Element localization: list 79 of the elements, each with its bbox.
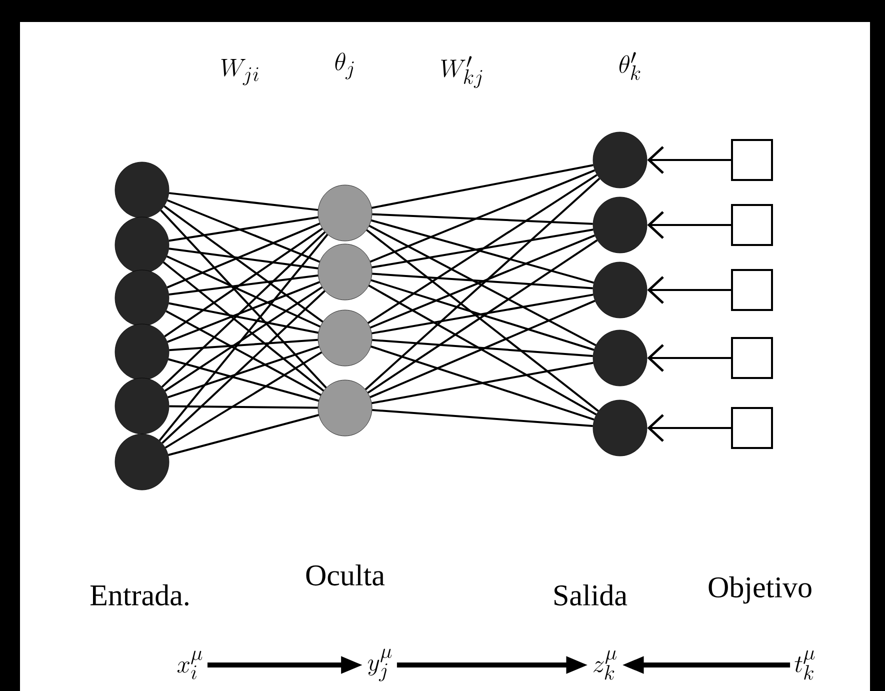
arrow — [647, 211, 731, 239]
neuron-circle — [318, 244, 372, 300]
neuron-circle — [114, 162, 170, 218]
connection-line — [168, 302, 318, 334]
neuron-circle — [318, 184, 372, 242]
threshold-label: $\theta'_k$ — [619, 52, 640, 80]
layer-label: Oculta — [306, 564, 385, 586]
neuron-circle — [114, 270, 170, 326]
connection-line — [372, 228, 594, 268]
connection-line — [164, 228, 323, 338]
connection-line — [367, 239, 598, 394]
neuron-circle — [114, 378, 170, 434]
connection-line — [372, 164, 594, 209]
neuron-circle — [318, 380, 372, 436]
connection-line — [370, 279, 594, 351]
connection-line — [166, 310, 322, 396]
target-square — [731, 407, 773, 449]
arrow — [647, 414, 731, 442]
connection-line — [372, 408, 593, 428]
connection-line — [364, 178, 600, 390]
connection-line — [370, 346, 594, 420]
connection-line — [372, 338, 593, 358]
connection-line — [168, 346, 320, 398]
connection-line — [164, 205, 324, 323]
weight-label: $W_{ji}$ — [221, 59, 258, 86]
connection-line — [372, 294, 594, 334]
neuron-circle — [114, 324, 170, 380]
connection-line — [162, 290, 326, 444]
connection-line — [372, 362, 594, 404]
connection-line — [158, 234, 328, 442]
neuron-circle — [318, 310, 372, 366]
arrow — [647, 146, 731, 174]
variable-label: $t_k^{\mu}$ — [794, 650, 815, 680]
connection-line — [169, 405, 318, 409]
weight-label: $W'_{kj}$ — [441, 56, 482, 88]
target-square — [731, 269, 773, 311]
connection-line — [370, 300, 596, 398]
connection-line — [167, 281, 320, 343]
arrow — [647, 344, 731, 372]
variable-label: $z_k^{\mu}$ — [594, 650, 616, 680]
connection-line — [166, 222, 320, 288]
arrow — [647, 276, 731, 304]
connection-line — [371, 219, 594, 284]
connection-line — [168, 192, 318, 211]
connection-line — [168, 414, 319, 456]
connection-line — [368, 174, 598, 324]
connection-line — [368, 284, 597, 416]
neuron-circle — [592, 196, 648, 254]
neuron-circle — [592, 262, 648, 318]
connection-line — [164, 351, 322, 449]
connection-line — [162, 262, 324, 392]
neuron-circle — [592, 330, 648, 386]
connection-line — [168, 358, 319, 402]
layer-label: Objetivo — [708, 576, 812, 604]
connection-line — [164, 286, 323, 392]
neuron-circle — [592, 400, 648, 456]
variable-label: $y_j^{\mu}$ — [368, 648, 392, 682]
neuron-circle — [114, 434, 170, 490]
connection-line — [168, 216, 318, 242]
target-square — [731, 337, 773, 379]
connection-line — [166, 199, 320, 263]
threshold-label: $\theta_j$ — [335, 52, 354, 80]
connection-line — [366, 229, 599, 412]
connection-line — [368, 224, 596, 346]
connection-line — [370, 234, 596, 329]
connection-line — [169, 338, 318, 352]
target-square — [731, 204, 773, 246]
target-square — [731, 139, 773, 181]
layer-label: Entrada. — [90, 584, 188, 606]
connection-line — [166, 256, 321, 328]
neuron-circle — [592, 132, 648, 188]
layer-label: Salida — [554, 584, 628, 606]
connection-line — [372, 213, 593, 225]
connection-line — [168, 274, 318, 296]
connection-line — [168, 248, 318, 270]
connection-line — [370, 169, 596, 263]
connection-line — [372, 272, 593, 290]
variable-label: $x_i^{\mu}$ — [177, 650, 202, 680]
neuron-circle — [114, 216, 170, 274]
